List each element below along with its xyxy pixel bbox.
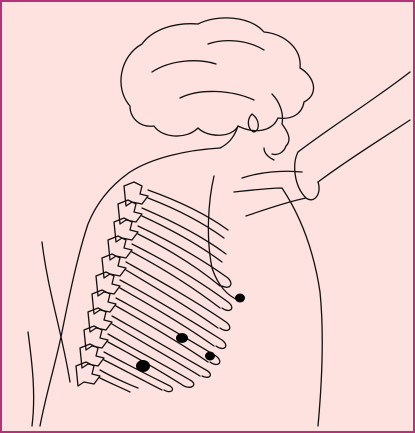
marker-dot [136, 360, 150, 372]
ear [248, 114, 258, 132]
marker-dot [205, 352, 215, 361]
vertebra [124, 182, 148, 206]
rib [138, 226, 231, 287]
elbow [295, 152, 319, 200]
body-outline-right [234, 188, 322, 426]
marker-dot [235, 294, 245, 303]
markers [136, 294, 245, 373]
spine [76, 182, 148, 386]
hair-strand [152, 41, 264, 100]
rib [100, 370, 138, 392]
raised-arm-upper [298, 72, 410, 182]
marker-dot [176, 333, 188, 343]
rib [132, 244, 232, 310]
hair [121, 18, 314, 136]
neck [220, 126, 274, 160]
back-contour [28, 242, 70, 426]
rib [148, 190, 228, 238]
rib [142, 208, 226, 262]
rib [112, 316, 210, 377]
